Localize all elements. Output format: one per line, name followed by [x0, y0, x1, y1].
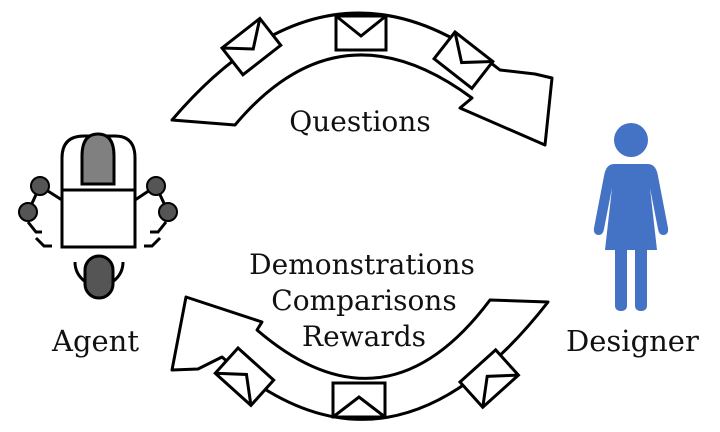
comparisons-label: Comparisons [271, 284, 457, 317]
designer-label: Designer [566, 324, 699, 358]
envelope-icon [431, 29, 495, 91]
top-arc-arrow [170, 11, 554, 147]
robot-icon [18, 132, 178, 300]
demonstrations-label: Demonstrations [249, 248, 475, 281]
envelope-icon [213, 345, 276, 408]
envelope-icon [331, 381, 387, 419]
bottom-arc-arrow [170, 295, 550, 421]
rewards-label: Rewards [302, 320, 426, 353]
envelope-icon [457, 347, 521, 410]
questions-label: Questions [289, 105, 431, 138]
person-icon [593, 123, 669, 311]
agent-label: Agent [52, 324, 139, 358]
envelope-icon [334, 14, 388, 52]
envelope-icon [219, 16, 283, 77]
